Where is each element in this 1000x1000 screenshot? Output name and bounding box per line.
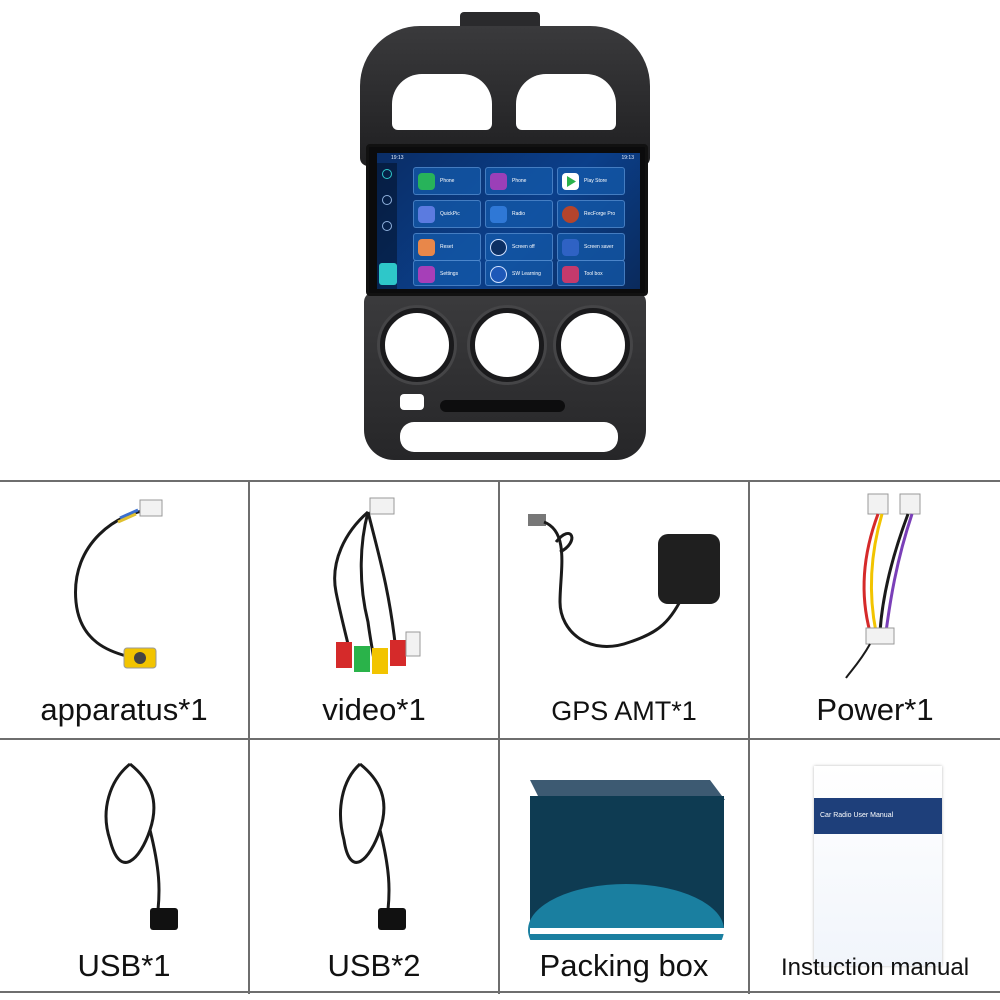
caption-gps: GPS AMT*1 xyxy=(551,696,697,726)
app-phone-2[interactable]: Phone xyxy=(485,167,553,195)
climate-knob-center xyxy=(470,308,544,382)
caption-video: video*1 xyxy=(322,692,426,727)
caption-packing-box: Packing box xyxy=(539,948,709,983)
assistant-icon[interactable] xyxy=(382,169,392,179)
hazard-button-cutout xyxy=(400,394,424,410)
gear-icon xyxy=(418,266,435,283)
accessory-cell-packing-box: Packing box xyxy=(500,738,750,994)
screen-saver-icon xyxy=(562,239,579,256)
power-harness-image xyxy=(845,493,921,679)
app-label: RecForge Pro xyxy=(584,211,616,217)
app-reset[interactable]: Reset xyxy=(413,233,481,261)
phone-icon xyxy=(490,173,507,190)
app-label: SW Learning xyxy=(512,271,541,277)
status-bar: 19:13 19:13 xyxy=(377,153,640,163)
app-label: Play Store xyxy=(584,178,608,184)
status-time-right: 19:13 xyxy=(621,155,634,161)
air-vent-right xyxy=(516,74,616,130)
phone-icon xyxy=(418,173,435,190)
user-manual-image: Car Radio User Manual xyxy=(814,766,942,966)
reverse-camera-cable-image xyxy=(74,499,163,669)
climate-knob-right xyxy=(556,308,630,382)
dash-slot xyxy=(440,400,565,412)
app-label: Screen off xyxy=(512,244,535,250)
app-sw-learning[interactable]: SW Learning xyxy=(485,260,553,286)
gps-antenna-image xyxy=(528,514,720,648)
navigation-icon[interactable] xyxy=(379,263,397,285)
gallery-icon xyxy=(418,206,435,223)
app-label: Screen saver xyxy=(584,244,614,250)
app-settings[interactable]: Settings xyxy=(413,260,481,286)
manual-title: Car Radio User Manual xyxy=(820,812,894,819)
accessory-cell-usb-1: USB*1 xyxy=(0,738,250,994)
app-radio[interactable]: Radio xyxy=(485,200,553,228)
app-label: Tool box xyxy=(584,271,603,277)
app-phone[interactable]: Phone xyxy=(413,167,481,195)
app-play-store[interactable]: Play Store xyxy=(557,167,625,195)
usb-cable-image-2 xyxy=(339,762,406,930)
microphone-icon xyxy=(562,206,579,223)
accessory-cell-manual: Car Radio User Manual Instuction manual xyxy=(750,738,1000,994)
accessory-cell-video: video*1 xyxy=(250,482,500,738)
app-recforge-pro[interactable]: RecForge Pro xyxy=(557,200,625,228)
home-screen: 19:13 19:13 Phone Phone xyxy=(377,153,640,289)
usb-cable-image xyxy=(104,762,178,930)
caption-apparatus: apparatus*1 xyxy=(40,692,208,727)
app-label: Reset xyxy=(440,244,454,250)
packing-box-image xyxy=(528,780,725,940)
steering-wheel-icon xyxy=(490,266,507,283)
app-screen-saver[interactable]: Screen saver xyxy=(557,233,625,261)
app-label: QuickPic xyxy=(440,211,460,217)
reset-icon xyxy=(418,239,435,256)
power-icon[interactable] xyxy=(382,195,392,205)
app-label: Radio xyxy=(512,211,526,217)
lower-cutout xyxy=(400,422,618,452)
caption-power: Power*1 xyxy=(816,692,934,727)
play-store-icon xyxy=(562,173,579,190)
app-tool-box[interactable]: Tool box xyxy=(557,260,625,286)
climate-knob-left xyxy=(380,308,454,382)
status-time-left: 19:13 xyxy=(391,155,404,161)
caption-usb-1: USB*1 xyxy=(77,948,171,983)
toolbox-icon xyxy=(562,266,579,283)
app-label: Phone xyxy=(440,178,455,184)
app-label: Settings xyxy=(440,271,459,277)
car-radio-head-unit: 19:13 19:13 Phone Phone xyxy=(360,12,650,462)
video-cable-image xyxy=(333,497,421,674)
side-dock xyxy=(377,163,397,289)
app-label: Phone xyxy=(512,178,527,184)
accessory-cell-gps: GPS AMT*1 xyxy=(500,482,750,738)
caption-usb-2: USB*2 xyxy=(327,948,421,983)
accessory-cell-usb-2: USB*2 xyxy=(250,738,500,994)
caption-manual: Instuction manual xyxy=(780,954,970,981)
touchscreen: 19:13 19:13 Phone Phone xyxy=(366,144,648,296)
manual-title-band: Car Radio User Manual xyxy=(814,798,942,834)
accessory-cell-apparatus: apparatus*1 xyxy=(0,482,250,738)
radio-icon xyxy=(490,206,507,223)
power-icon xyxy=(490,239,507,256)
apps-icon[interactable] xyxy=(382,221,392,231)
app-quickpic[interactable]: QuickPic xyxy=(413,200,481,228)
air-vent-left xyxy=(392,74,492,130)
accessory-cell-power: Power*1 xyxy=(750,482,1000,738)
app-screen-off[interactable]: Screen off xyxy=(485,233,553,261)
accessories-grid: apparatus*1 video*1 GPS AMT*1 xyxy=(0,480,1000,994)
